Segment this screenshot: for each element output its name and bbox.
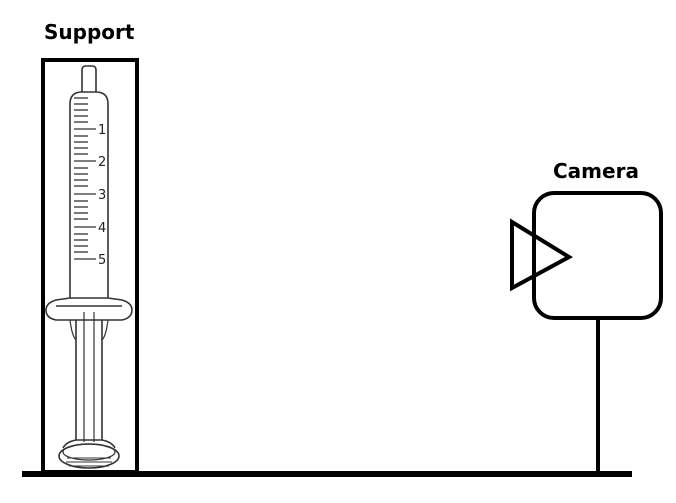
syringe-barrel: [69, 91, 109, 298]
camera-label: Camera: [553, 159, 639, 183]
syringe-nozzle: [81, 65, 97, 92]
syringe: [45, 65, 133, 469]
support-label: Support: [44, 20, 135, 44]
scale-number-1: 1: [98, 123, 106, 138]
scale-number-3: 3: [98, 188, 106, 203]
syringe-plunger-rod: [75, 320, 103, 440]
support-frame: [41, 58, 139, 474]
scale-number-2: 2: [98, 155, 106, 170]
camera-lens-icon: [510, 218, 573, 292]
camera: [510, 191, 663, 472]
camera-body: [532, 191, 663, 320]
syringe-scale: [74, 97, 96, 260]
scale-number-5: 5: [98, 253, 106, 268]
scale-number-4: 4: [98, 221, 106, 236]
syringe-flange: [45, 297, 133, 321]
